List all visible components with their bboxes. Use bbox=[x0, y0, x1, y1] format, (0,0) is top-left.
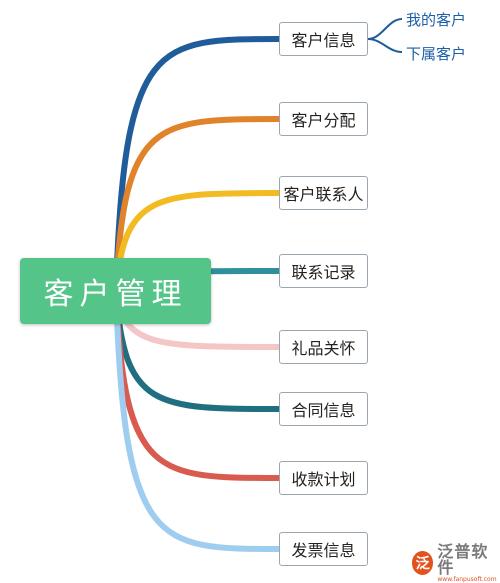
connector-customer-info bbox=[113, 36, 282, 294]
fanpu-logo-icon: 泛 bbox=[412, 551, 434, 575]
branch-customer-contacts[interactable]: 客户联系人 bbox=[279, 176, 368, 210]
branch-customer-assignment[interactable]: 客户分配 bbox=[279, 102, 368, 136]
branch-payment-plan[interactable]: 收款计划 bbox=[279, 461, 368, 495]
root-node[interactable]: 客户管理 bbox=[20, 258, 211, 324]
connector-invoice-info bbox=[113, 288, 282, 552]
leaf-subordinate-customers[interactable]: 下属客户 bbox=[406, 45, 467, 63]
branch-contract-info[interactable]: 合同信息 bbox=[279, 392, 368, 426]
branch-gift-care[interactable]: 礼品关怀 bbox=[279, 330, 368, 364]
branch-contact-records[interactable]: 联系记录 bbox=[279, 254, 368, 288]
watermark-name: 泛普软件 bbox=[437, 541, 489, 577]
branch-invoice-info[interactable]: 发票信息 bbox=[279, 532, 368, 566]
connector-customer-assignment bbox=[113, 116, 282, 294]
branch-customer-info[interactable]: 客户信息 bbox=[279, 22, 368, 56]
watermark-logo: 泛 泛普软件 www.fanpusoft.com bbox=[412, 543, 498, 582]
leaf-connector-2 bbox=[367, 38, 403, 53]
leaf-connector-1 bbox=[367, 18, 403, 40]
leaf-my-customers[interactable]: 我的客户 bbox=[406, 11, 467, 29]
watermark-site: www.fanpusoft.com bbox=[437, 575, 497, 583]
